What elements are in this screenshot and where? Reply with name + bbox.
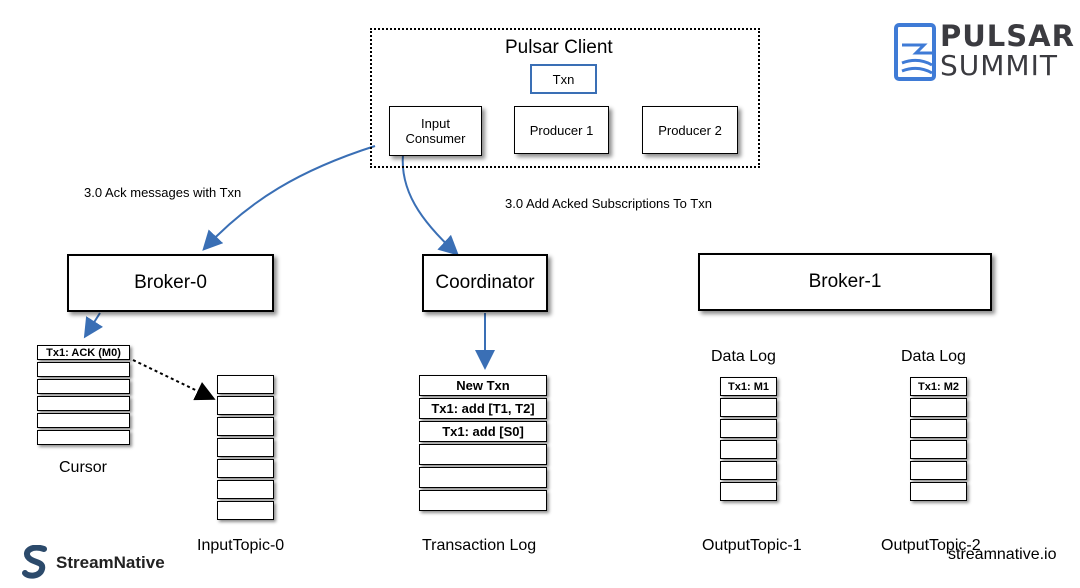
output-topic-1-entry bbox=[720, 440, 777, 459]
transaction-log-entry bbox=[419, 467, 547, 488]
streamnative-logo-icon bbox=[22, 545, 47, 579]
input-topic-entry bbox=[217, 396, 274, 415]
output-topic-2-stack: Tx1: M2 bbox=[910, 377, 967, 503]
output-topic-2-entry bbox=[910, 419, 967, 438]
streamnative-logo: StreamNative bbox=[22, 545, 192, 581]
pulsar-wordmark: PULSAR bbox=[940, 19, 1075, 53]
transaction-log-entry: New Txn bbox=[419, 375, 547, 396]
summit-wordmark: SUMMIT bbox=[940, 49, 1058, 82]
cursor-entry: Tx1: ACK (M0) bbox=[37, 345, 130, 360]
broker-0-box: Broker-0 bbox=[67, 254, 274, 312]
producer-1-box: Producer 1 bbox=[514, 106, 609, 154]
website-label: streamnative.io bbox=[948, 546, 1057, 563]
output-topic-1-label: OutputTopic-1 bbox=[702, 537, 802, 554]
coordinator-box: Coordinator bbox=[422, 254, 548, 312]
input-topic-entry bbox=[217, 459, 274, 478]
output-topic-2-entry bbox=[910, 461, 967, 480]
input-topic-entry bbox=[217, 438, 274, 457]
output-topic-2-entry bbox=[910, 482, 967, 501]
cursor-entry bbox=[37, 379, 130, 394]
transaction-log-stack: New Txn Tx1: add [T1, T2] Tx1: add [S0] bbox=[419, 375, 547, 513]
input-topic-entry bbox=[217, 417, 274, 436]
transaction-log-entry bbox=[419, 444, 547, 465]
output-topic-1-entry bbox=[720, 398, 777, 417]
pulsar-logo-icon bbox=[894, 23, 936, 81]
input-topic-entry bbox=[217, 480, 274, 499]
output-topic-2-label: OutputTopic-2 bbox=[881, 537, 981, 554]
transaction-log-label: Transaction Log bbox=[422, 537, 537, 554]
producer-2-box: Producer 2 bbox=[642, 106, 738, 154]
ack-annotation: 3.0 Ack messages with Txn bbox=[84, 185, 242, 200]
input-topic-stack bbox=[217, 375, 274, 522]
output-topic-1-entry: Tx1: M1 bbox=[720, 377, 777, 396]
transaction-log-entry bbox=[419, 490, 547, 511]
txn-box: Txn bbox=[530, 64, 597, 94]
pulsar-client-frame bbox=[370, 28, 760, 168]
input-topic-entry bbox=[217, 501, 274, 520]
input-topic-label: InputTopic-0 bbox=[197, 537, 285, 554]
transaction-log-entry: Tx1: add [S0] bbox=[419, 421, 547, 442]
output-topic-2-entry bbox=[910, 398, 967, 417]
cursor-label: Cursor bbox=[59, 459, 108, 476]
streamnative-wordmark: StreamNative bbox=[56, 553, 165, 572]
broker-1-box: Broker-1 bbox=[698, 253, 992, 311]
pulsar-client-title: Pulsar Client bbox=[505, 37, 613, 58]
transaction-log-entry: Tx1: add [T1, T2] bbox=[419, 398, 547, 419]
add-acked-arrow bbox=[401, 153, 459, 256]
broker0-to-cursor-arrow bbox=[83, 312, 104, 339]
output-topic-1-entry bbox=[720, 461, 777, 480]
cursor-entry bbox=[37, 396, 130, 411]
output-topic-1-stack: Tx1: M1 bbox=[720, 377, 777, 503]
data-log-2-header: Data Log bbox=[901, 348, 966, 365]
output-topic-2-entry: Tx1: M2 bbox=[910, 377, 967, 396]
cursor-to-input-topic-arrow bbox=[132, 359, 216, 401]
pulsar-summit-logo: PULSAR SUMMIT bbox=[894, 19, 1074, 83]
output-topic-2-entry bbox=[910, 440, 967, 459]
ack-arrow bbox=[202, 145, 376, 251]
data-log-1-header: Data Log bbox=[711, 348, 776, 365]
cursor-entry bbox=[37, 430, 130, 445]
cursor-stack: Tx1: ACK (M0) bbox=[37, 345, 130, 447]
output-topic-1-entry bbox=[720, 482, 777, 501]
cursor-entry bbox=[37, 362, 130, 377]
output-topic-1-entry bbox=[720, 419, 777, 438]
add-acked-annotation: 3.0 Add Acked Subscriptions To Txn bbox=[505, 196, 712, 211]
input-consumer-box: Input Consumer bbox=[389, 106, 482, 156]
cursor-entry bbox=[37, 413, 130, 428]
input-topic-entry bbox=[217, 375, 274, 394]
